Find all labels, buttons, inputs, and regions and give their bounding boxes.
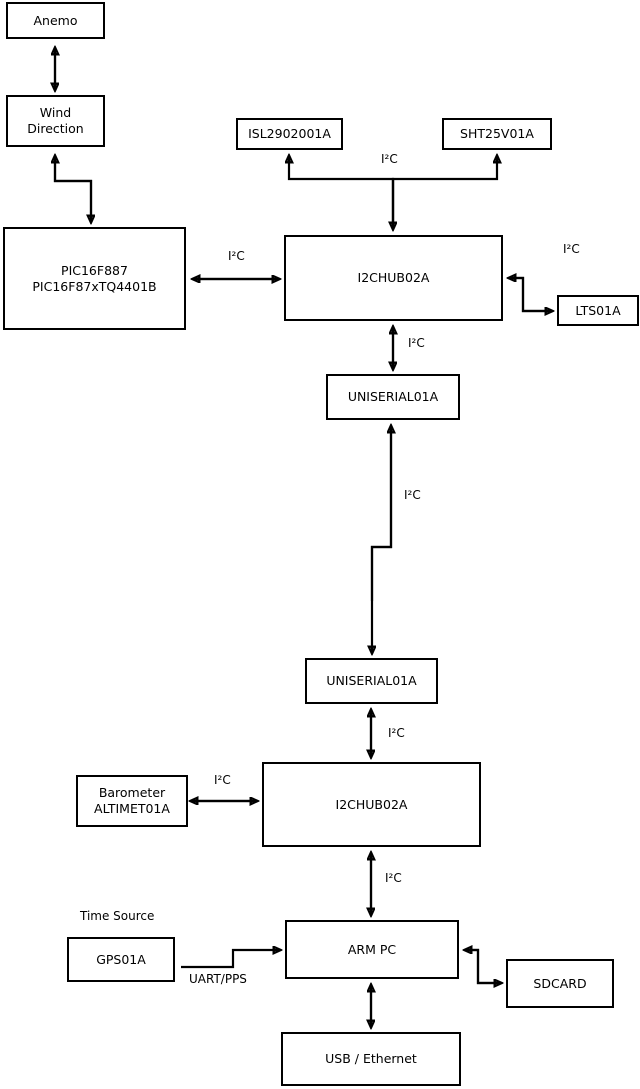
wire-uniupper-to-unilower <box>372 429 393 653</box>
edge-label-i2c-uniserial-link: I²C <box>404 488 421 502</box>
node-i2chub02a-top[interactable]: I2CHUB02A <box>284 235 503 321</box>
wire-hubtop-bus-sht <box>391 156 497 229</box>
edge-label-i2c-hub-armpc: I²C <box>385 871 402 885</box>
node-sdcard[interactable]: SDCARD <box>506 959 614 1008</box>
wire-sdcard-armpc <box>465 950 501 985</box>
node-gps01a[interactable]: GPS01A <box>67 937 175 982</box>
wire-hubtop-bus-isl <box>289 156 395 229</box>
node-wind-direction[interactable]: Wind Direction <box>6 95 105 147</box>
edge-label-uart-pps: UART/PPS <box>189 972 247 986</box>
label-time-source: Time Source <box>80 909 155 923</box>
node-anemo[interactable]: Anemo <box>6 2 105 39</box>
edge-label-i2c-pic-hub: I²C <box>228 249 245 263</box>
edge-label-i2c-uniserial-hub-bottom: I²C <box>388 726 405 740</box>
edge-label-i2c-hub-lts: I²C <box>563 242 580 256</box>
node-uniserial01a-lower[interactable]: UNISERIAL01A <box>305 658 438 704</box>
node-sht25v01a[interactable]: SHT25V01A <box>442 118 552 150</box>
node-lts01a[interactable]: LTS01A <box>557 295 639 326</box>
edge-label-i2c-barometer-hub: I²C <box>214 773 231 787</box>
wire-winddir-pic-up <box>55 156 93 222</box>
node-isl2902001a[interactable]: ISL2902001A <box>236 118 343 150</box>
node-i2chub02a-bottom[interactable]: I2CHUB02A <box>262 762 481 847</box>
wire-gps-armpc <box>181 950 280 969</box>
node-usb-ethernet[interactable]: USB / Ethernet <box>281 1032 461 1086</box>
wire-lts-hubtop <box>509 278 552 313</box>
node-pic-microcontroller[interactable]: PIC16F887 PIC16F87xTQ4401B <box>3 227 186 330</box>
node-uniserial01a-upper[interactable]: UNISERIAL01A <box>326 374 460 420</box>
wire-armpc-sdcard <box>468 948 501 983</box>
wire-hubtop-lts <box>512 276 552 311</box>
node-arm-pc[interactable]: ARM PC <box>285 920 459 979</box>
node-barometer-altimet01a[interactable]: Barometer ALTIMET01A <box>76 775 188 827</box>
wire-unilower-to-uniupper <box>370 426 391 601</box>
edge-label-i2c-top-bus: I²C <box>381 152 398 166</box>
edge-label-i2c-hub-uniserial-upper: I²C <box>408 336 425 350</box>
wire-pic-winddir-down <box>53 159 91 222</box>
